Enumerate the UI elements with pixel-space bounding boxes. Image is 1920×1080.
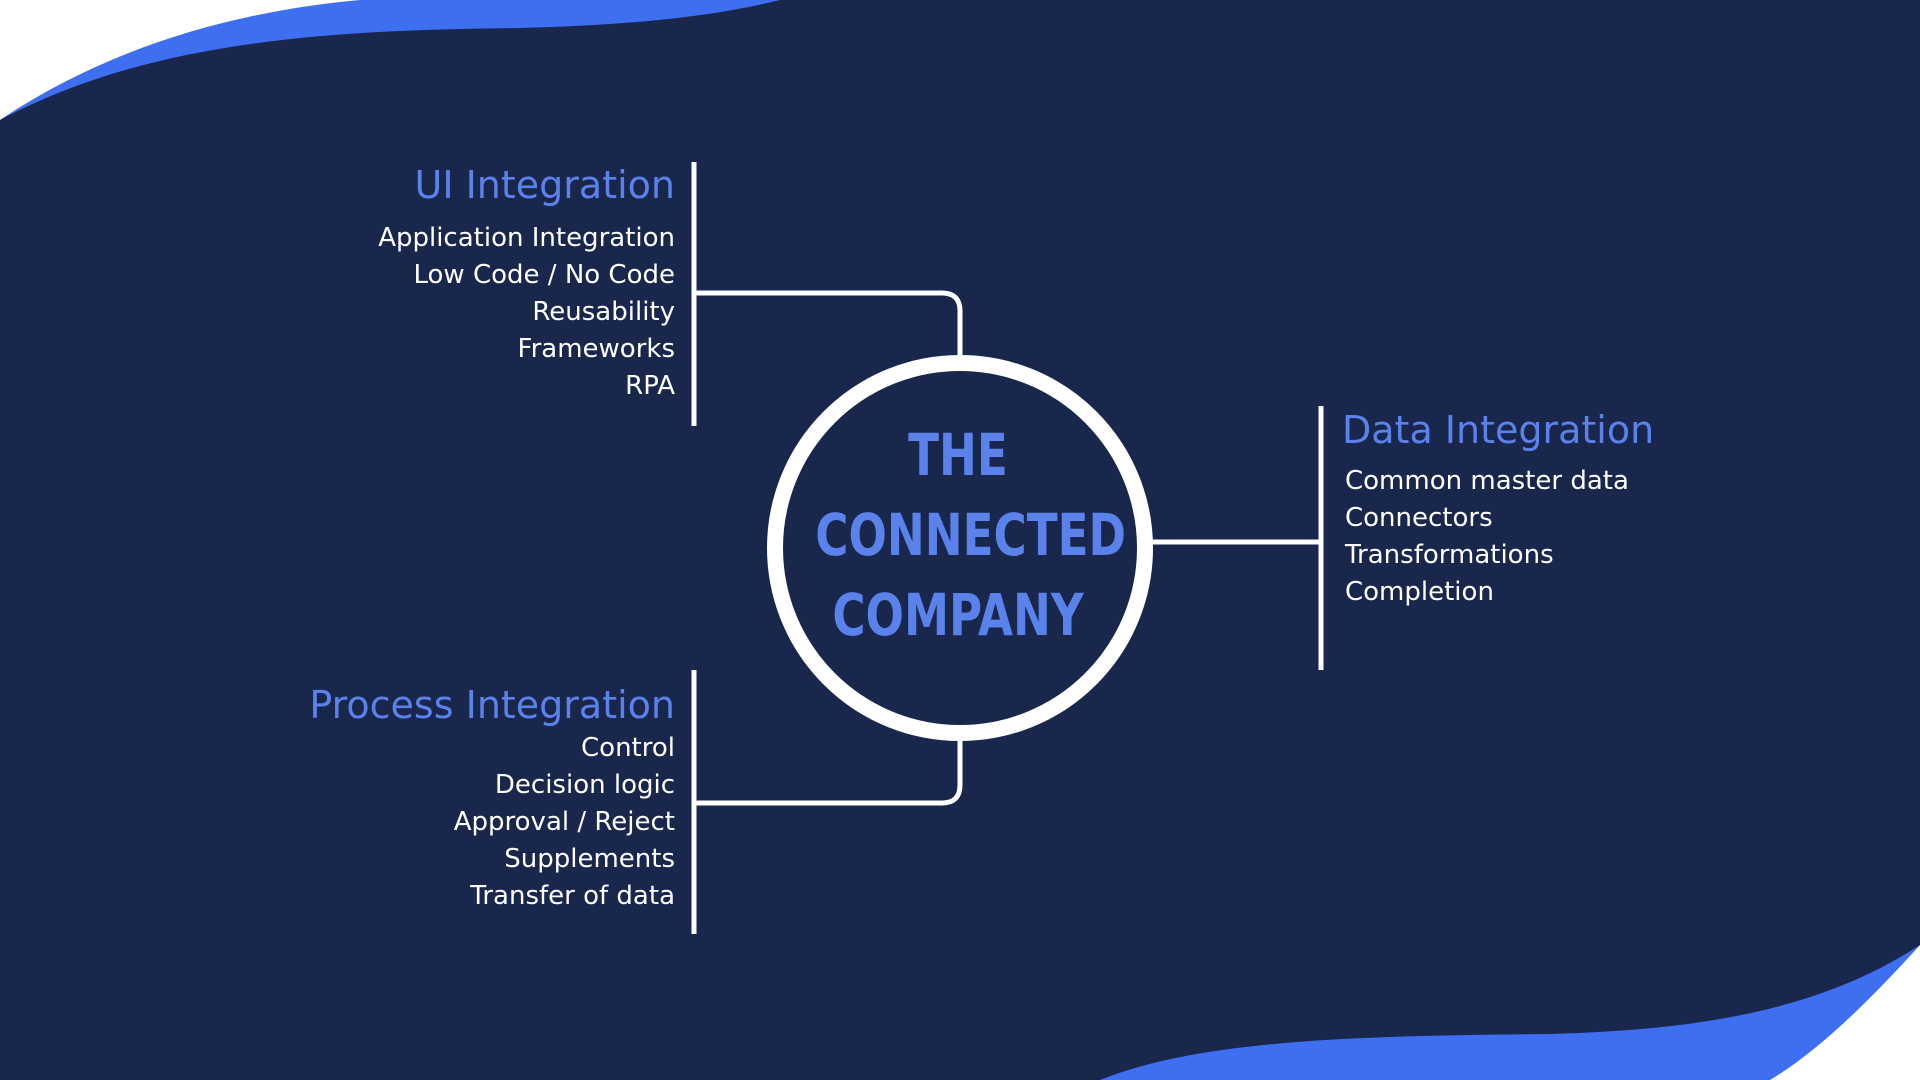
bottom-right-wave-white <box>1760 945 1920 1080</box>
list-item: Application Integration <box>378 223 675 253</box>
list-item: Transformations <box>1345 540 1554 570</box>
list-item: Frameworks <box>517 334 675 364</box>
data-integration-title: Data Integration <box>1342 408 1655 452</box>
ui-integration-list: Application Integration Low Code / No Co… <box>378 220 675 405</box>
process-connector <box>694 740 963 806</box>
process-integration-list: Control Decision logic Approval / Reject… <box>309 730 675 915</box>
list-item: Supplements <box>504 844 675 874</box>
center-title-line-2: CONNECTED <box>815 501 1127 569</box>
top-left-wave-white <box>0 0 420 120</box>
list-item: Decision logic <box>494 770 675 800</box>
center-title-line-3: COMPANY <box>832 581 1084 649</box>
center-title-line-1: THE <box>908 421 1008 489</box>
list-item: Control <box>581 733 675 763</box>
list-item: Reusability <box>532 297 675 327</box>
list-item: Common master data <box>1345 466 1629 496</box>
ui-connector <box>694 290 963 356</box>
list-item: Connectors <box>1345 503 1493 533</box>
center-title: THE CONNECTED COMPANY <box>815 415 1127 655</box>
top-left-wave-blue <box>0 0 780 120</box>
process-integration-title: Process Integration <box>309 683 675 727</box>
data-integration-list: Common master data Connectors Transforma… <box>1345 463 1654 611</box>
list-item: Approval / Reject <box>453 807 675 837</box>
list-item: Completion <box>1345 577 1494 607</box>
ui-integration-title: UI Integration <box>414 163 676 207</box>
list-item: RPA <box>625 371 675 401</box>
data-integration-group: Data Integration Common master data Conn… <box>1342 407 1654 611</box>
list-item: Transfer of data <box>470 881 675 911</box>
center-circle <box>767 355 1153 741</box>
ui-integration-group: UI Integration Application Integration L… <box>378 162 675 405</box>
bottom-right-wave-blue <box>1100 945 1920 1080</box>
process-integration-group: Process Integration Control Decision log… <box>309 682 675 915</box>
list-item: Low Code / No Code <box>413 260 676 290</box>
